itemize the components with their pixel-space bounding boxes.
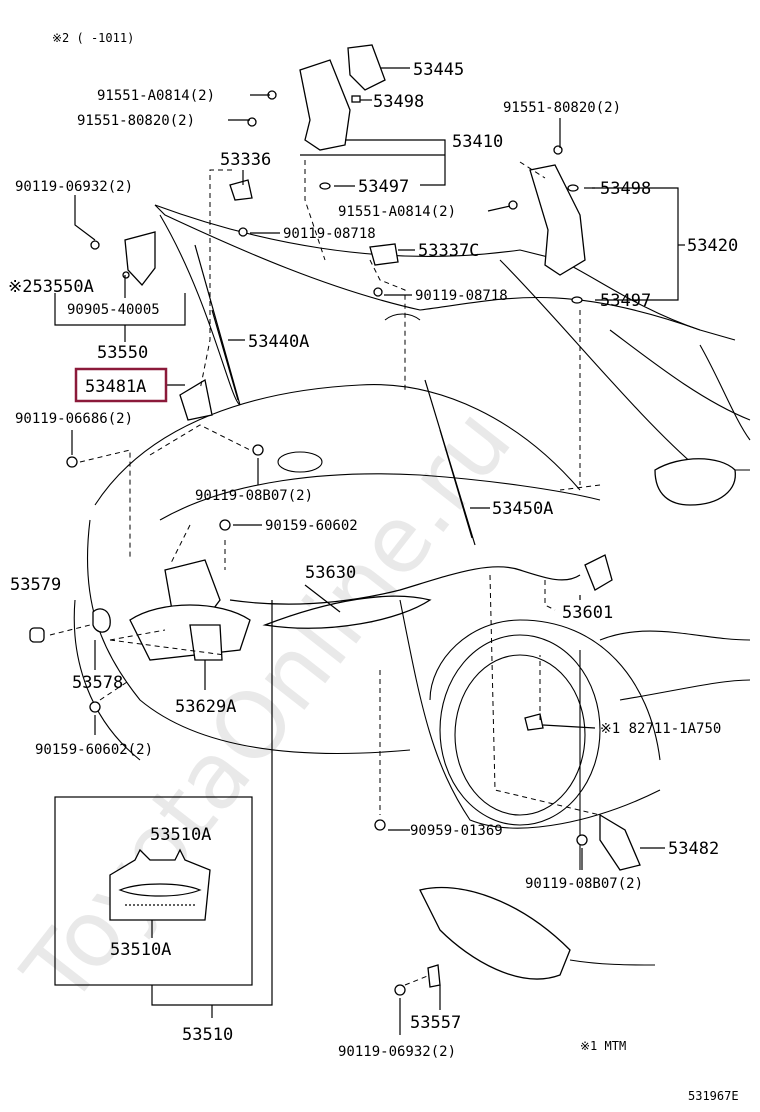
- side-mirror: [654, 458, 736, 506]
- footnote-mtm: ※1 MTM: [580, 1039, 626, 1053]
- label-53420: 53420: [687, 236, 738, 256]
- switch-part: [524, 713, 544, 731]
- label-53557: 53557: [410, 1013, 461, 1033]
- label-53497-right: 53497: [600, 291, 651, 311]
- label-90119-08b07-top: 90119-08B07(2): [195, 488, 313, 504]
- hood-lock-assembly: [29, 559, 251, 661]
- bracket-53482-part: [599, 813, 641, 871]
- label-91551-80820-right: 91551-80820(2): [503, 100, 621, 116]
- header-note: ※2 ( -1011): [52, 31, 134, 45]
- label-53498-right: 53498: [600, 179, 651, 199]
- label-53410: 53410: [452, 132, 503, 152]
- label-53498-top: 53498: [373, 92, 424, 112]
- headlight: [262, 595, 432, 629]
- label-53336: 53336: [220, 150, 271, 170]
- label-53337c: 53337C: [418, 241, 479, 261]
- label-90119-08718-mid: 90119-08718: [415, 288, 508, 304]
- label-53445: 53445: [413, 60, 464, 80]
- label-90119-08718-top: 90119-08718: [283, 226, 376, 242]
- hood-hinge-left: [229, 44, 386, 201]
- highlight-box: [74, 367, 168, 403]
- label-53450a: 53450A: [492, 499, 553, 519]
- label-90905-40005: 90905-40005: [67, 302, 160, 318]
- assembly-dashed-lines: [49, 160, 601, 986]
- label-90119-06932-bottom: 90119-06932(2): [338, 1044, 456, 1060]
- label-53481a: 53481A: [85, 377, 146, 397]
- label-53578: 53578: [72, 673, 123, 693]
- label-82711-1a750: ※1 82711-1A750: [600, 721, 721, 737]
- label-53550a: ※253550A: [8, 277, 94, 297]
- label-91551-80820-left: 91551-80820(2): [77, 113, 195, 129]
- label-90959-01369: 90959-01369: [410, 823, 503, 839]
- label-53629a: 53629A: [175, 697, 236, 717]
- hood-lock-part: [124, 231, 156, 287]
- stay-bracket-part: [179, 378, 213, 421]
- label-90119-06932-top: 90119-06932(2): [15, 179, 133, 195]
- support-53557-part: [419, 886, 656, 988]
- label-53550: 53550: [97, 343, 148, 363]
- label-53510: 53510: [182, 1025, 233, 1045]
- hood-hinge-right: [369, 164, 586, 304]
- label-53510a-bottom: 53510A: [110, 940, 171, 960]
- label-53630: 53630: [305, 563, 356, 583]
- lock-spring-inset: [54, 796, 253, 986]
- label-91551-a0814-right: 91551-A0814(2): [338, 204, 456, 220]
- label-90159-60602-top: 90159-60602: [265, 518, 358, 534]
- hood-stay-right: [424, 379, 476, 546]
- cable-lever-part: [584, 554, 613, 591]
- label-91551-a0814-left: 91551-A0814(2): [97, 88, 215, 104]
- hood-stay-left: [194, 244, 241, 406]
- label-53482: 53482: [668, 839, 719, 859]
- label-53579: 53579: [10, 575, 61, 595]
- car-body-outline: [73, 204, 751, 870]
- label-53510a-top: 53510A: [150, 825, 211, 845]
- label-53440a: 53440A: [248, 332, 309, 352]
- label-90119-06686: 90119-06686(2): [15, 411, 133, 427]
- label-90159-60602-bottom: 90159-60602(2): [35, 742, 153, 758]
- label-90119-08b07-bottom: 90119-08B07(2): [525, 876, 643, 892]
- label-53601: 53601: [562, 603, 613, 623]
- label-53497-top: 53497: [358, 177, 409, 197]
- release-cable: [229, 566, 581, 605]
- footer-code: 531967E: [688, 1089, 739, 1103]
